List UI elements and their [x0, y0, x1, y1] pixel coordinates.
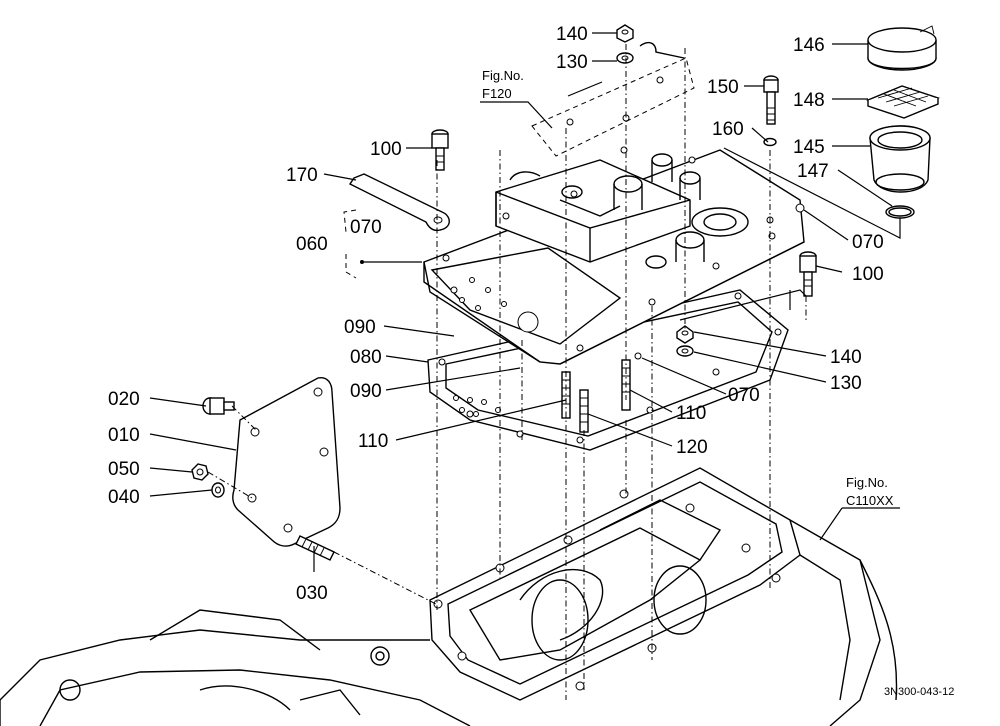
gasket-080: [427, 289, 789, 451]
callout-020: 020: [108, 389, 140, 410]
stud-030: [295, 535, 335, 561]
callout-150: 150: [707, 77, 739, 98]
o-ring-147: [885, 205, 915, 219]
callout-100-left: 100: [370, 139, 402, 160]
callout-110-right: 110: [676, 403, 706, 424]
housing-145: [869, 125, 931, 193]
fig-ref-c110-label: Fig.No.: [846, 475, 888, 490]
fig-ref-f120-label: Fig.No.: [482, 68, 524, 83]
callout-120: 120: [676, 437, 708, 458]
callout-010: 010: [108, 425, 140, 446]
callout-090-upper: 090: [344, 317, 376, 338]
callout-030: 030: [296, 583, 328, 604]
strap-170: [348, 173, 450, 232]
callout-080: 080: [350, 347, 382, 368]
plug-020: [202, 397, 235, 415]
callout-070-lower: 070: [728, 385, 760, 406]
callout-160: 160: [712, 119, 744, 140]
callout-148: 148: [793, 90, 825, 111]
side-cover-010: [232, 377, 341, 547]
callout-070-bracket: 070: [350, 217, 382, 238]
plate-f120: [531, 41, 695, 157]
callout-140-top: 140: [556, 24, 588, 45]
callout-070-right: 070: [852, 232, 884, 253]
callout-146: 146: [793, 35, 825, 56]
callout-090-lower: 090: [350, 381, 382, 402]
bolt-100-left: [431, 129, 449, 171]
cap-146: [867, 25, 937, 71]
callout-100-right: 100: [852, 264, 884, 285]
callout-145: 145: [793, 137, 825, 158]
callout-147: 147: [797, 161, 829, 182]
pin-070: [634, 352, 642, 360]
callout-110-left: 110: [358, 431, 388, 452]
element-148: [865, 85, 941, 119]
fig-ref-c110-number: C110XX: [846, 493, 894, 508]
alignment-lines: [207, 44, 807, 700]
bolt-150: [763, 75, 779, 147]
callout-130-top: 130: [556, 52, 588, 73]
washer-040: [211, 482, 225, 498]
figure-references: Fig.No. F120 Fig.No. C110XX: [482, 68, 894, 508]
callout-140-lower: 140: [830, 347, 862, 368]
washer-130-lower: [676, 345, 694, 357]
callout-040: 040: [108, 487, 140, 508]
callout-labels: 140 130 146 148 150 145 160 147 100 170 …: [108, 24, 884, 604]
bolt-100-right: [799, 251, 817, 297]
leader-lines: [149, 32, 901, 572]
callout-050: 050: [108, 459, 140, 480]
drawing-code: 3N300-043-12: [884, 686, 954, 698]
valve-cover-060: [423, 146, 805, 365]
nut-140-top: [616, 24, 634, 43]
callout-130-lower: 130: [830, 373, 862, 394]
callout-060: 060: [296, 234, 328, 255]
transmission-case: [0, 467, 898, 726]
callout-170: 170: [286, 165, 318, 186]
nut-140-lower: [676, 325, 694, 344]
fig-ref-f120-number: F120: [482, 86, 512, 101]
nut-050: [191, 463, 209, 481]
washer-130-top: [616, 52, 634, 64]
